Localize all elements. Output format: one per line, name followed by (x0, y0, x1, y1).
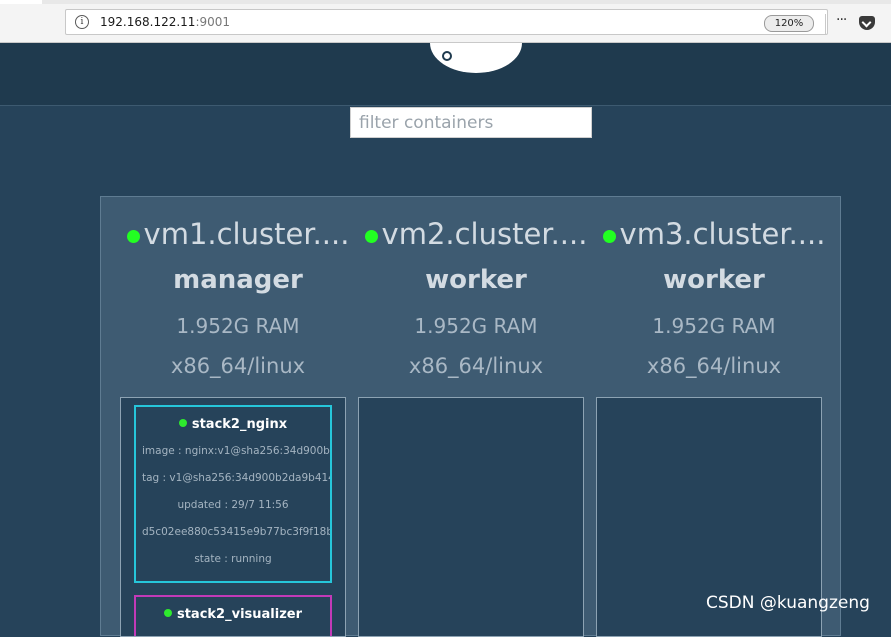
node-container-list: stack2_nginx image : nginx:v1@sha256:34d… (120, 397, 346, 637)
node-role: worker (663, 265, 765, 295)
container-tag: tag : v1@sha256:34d900b2da9b41405d1a6a3d (142, 472, 332, 484)
node-role: manager (173, 265, 303, 295)
container-image: image : nginx:v1@sha256:34d900b2da9b4140 (142, 445, 332, 457)
node-role: worker (425, 265, 527, 295)
node-arch: x86_64/linux (170, 354, 306, 378)
toolbar-separator (825, 14, 826, 34)
container-card-stack2-nginx[interactable]: stack2_nginx image : nginx:v1@sha256:34d… (134, 405, 332, 583)
filter-containers-input[interactable] (350, 107, 592, 138)
zoom-badge[interactable]: 120% (764, 15, 814, 32)
node-status-dot-icon (364, 230, 378, 243)
node-container-list (358, 397, 584, 637)
node-ram: 1.952G RAM (414, 314, 538, 338)
tab-strip (0, 0, 891, 4)
page-header (0, 43, 891, 106)
node-title: vm3.cluster.... (595, 217, 833, 251)
node-status-dot-icon (602, 230, 616, 243)
node-title: vm2.cluster.... (357, 217, 595, 251)
address-bar[interactable]: i 192.168.122.11:9001 120% (65, 9, 828, 35)
node-ram: 1.952G RAM (652, 314, 776, 338)
container-status-dot-icon (178, 419, 187, 427)
node-vm2: vm2.cluster.... worker 1.952G RAM x86_64… (357, 197, 595, 637)
node-ram: 1.952G RAM (176, 314, 300, 338)
node-vm1: vm1.cluster.... manager 1.952G RAM x86_6… (119, 197, 357, 637)
container-name: stack2_nginx (136, 417, 330, 432)
container-status-dot-icon (163, 609, 172, 617)
node-container-list (596, 397, 822, 637)
page-actions-menu-icon[interactable]: ··· (836, 12, 847, 28)
info-icon[interactable]: i (75, 15, 89, 29)
url-text[interactable]: 192.168.122.11:9001 (100, 15, 231, 29)
node-vm3: vm3.cluster.... worker 1.952G RAM x86_64… (595, 197, 833, 637)
browser-toolbar: i 192.168.122.11:9001 120% ··· (0, 4, 891, 43)
node-arch: x86_64/linux (408, 354, 544, 378)
whale-eye-icon (442, 51, 452, 61)
container-state: state : running (194, 553, 272, 565)
node-arch: x86_64/linux (646, 354, 782, 378)
node-title: vm1.cluster.... (119, 217, 357, 251)
watermark: CSDN @kuangzeng (706, 593, 870, 613)
node-status-dot-icon (126, 230, 140, 243)
container-card-stack2-visualizer[interactable]: stack2_visualizer (134, 595, 332, 636)
pocket-icon[interactable] (859, 16, 875, 30)
cluster-panel: vm1.cluster.... manager 1.952G RAM x86_6… (100, 196, 841, 637)
container-updated: updated : 29/7 11:56 (177, 499, 289, 511)
container-name: stack2_visualizer (136, 607, 330, 622)
docker-whale-logo (430, 43, 522, 73)
active-tab-edge[interactable] (0, 0, 42, 4)
container-id: d5c02ee880c53415e9b77bc3f9f18b8c (142, 526, 332, 538)
